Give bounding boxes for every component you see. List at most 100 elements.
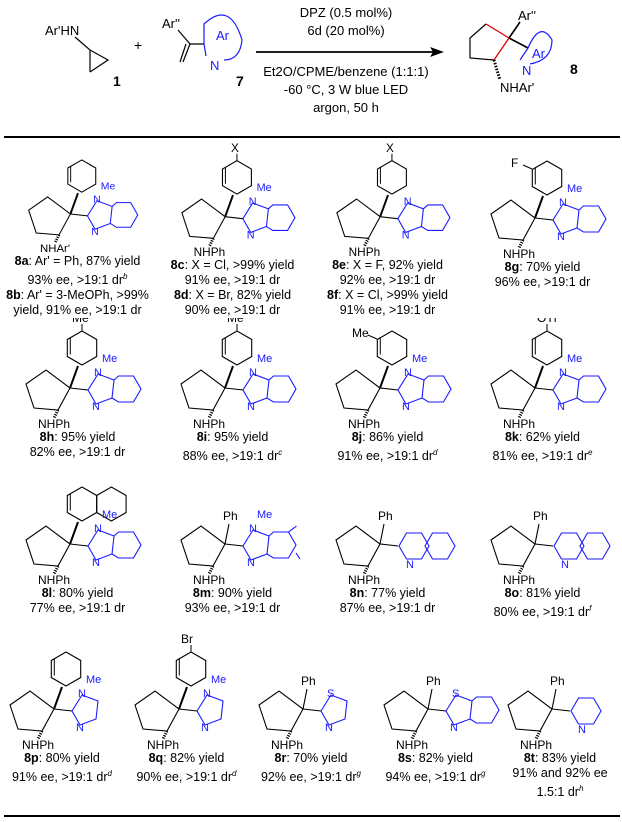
result-text: 82% ee, >19:1 dr [29,445,126,459]
amine-label: NHPh [348,573,380,586]
amine-label: NHAr' [40,243,70,254]
caption-line: 8m: 90% yield [185,586,281,601]
compound-label: 8c [170,258,185,272]
amine-label: NHPh [348,417,380,430]
compound-label: 8l [41,586,53,600]
dimethylbenzimidazole-ring [241,525,300,561]
caption-line: 91% ee, >19:1 drd [337,445,437,464]
atmosphere-text: argon, 50 h [313,100,379,115]
cyclopentane-ring [180,198,226,239]
cyclopentane-ring [489,525,536,567]
cyclopentane-ring [258,690,304,732]
amine-label: NHPh [193,573,225,586]
catalyst-text: DPZ (0.5 mol%) [300,5,392,20]
aryl-ring [66,486,97,522]
compound-label: 8t [523,751,535,765]
n-atom-label: N [92,401,100,413]
benzimidazole-ring [241,202,296,234]
n-methyl-label: Me [102,353,117,365]
result-text: : Ar' = Ph, 87% yield [28,253,141,268]
footnote-mark: f [589,604,592,613]
aryl-substituent-label: X [386,141,394,155]
compound-label: 8q [148,751,164,765]
compound-label: 8i [196,430,208,444]
result-text: : 82% yield [411,751,474,765]
result-text: : 70% yield [519,260,581,274]
caption-line: 91% ee, >19:1 dr [327,303,448,318]
solvent-text: Et2O/CPME/benzene (1:1:1) [263,64,428,79]
amine-label: NHAr' [500,80,534,95]
conditions: DPZ (0.5 mol%) 6d (20 mol%) Et2O/CPME/be… [256,5,444,115]
cyclopentane-ring [334,369,381,411]
caption-line: 94% ee, >19:1 drg [385,766,485,785]
compound-label: 8m [192,586,211,600]
n-atom-label: N [247,401,255,413]
cyclopentane-ring [334,525,381,567]
n-atom-label: N [246,229,254,241]
aryl-ring [221,160,252,195]
compound-label: 8e [332,258,346,272]
aryl-substituent-label: X [231,141,239,155]
cyclopentane-ring [179,525,226,567]
caption-line: 8e: X = F, 92% yield [327,258,448,273]
n-atom-label: N [578,724,586,736]
amine-label: NHPh [193,245,224,258]
plus-sign: + [134,37,142,53]
amine-label: NHPh [520,738,552,751]
n-methyl-label: Me [567,353,582,365]
n-atom-label: N [557,231,565,243]
result-text: 92% ee, >19:1 dr [260,770,357,785]
ar-ring-label: Ar [216,28,230,43]
compound-number-7: 7 [236,73,244,89]
compound-label: 8g [504,260,520,274]
aryl-substituent-label: Br [181,633,193,646]
result-text: : 81% yield [519,586,581,600]
reaction-scheme: Ar'HN 1 + Ar'' Ar N 7 DPZ (0.5 mol%) 6d … [45,5,578,115]
n-atom-label: N [92,557,100,569]
n-atom-label: N [325,722,333,734]
isoquinoline-ring [552,532,611,560]
n-atom-label: N [559,197,567,209]
n-atom-label: N [557,401,565,413]
caption-line: 8n: 77% yield [340,586,436,601]
aryl-substituent-label: Me [352,326,369,340]
n-methyl-label: Me [102,509,117,521]
naphthyl-ring [95,486,127,522]
result-text: 90% ee, >19:1 dr [136,770,233,785]
n-atom-label: N [522,63,531,78]
n-methyl-label: Me [211,674,226,686]
result-text: 80% ee, >19:1 dr [493,605,590,620]
benzimidazole-ring [551,203,607,235]
caption-line: 82% ee, >19:1 dr [30,445,126,460]
ar2-label: Ar'' [518,8,536,23]
result-text: 93% ee, >19:1 dr [184,601,281,615]
n-methyl-label: Me [100,181,115,192]
caption-line: 96% ee, >19:1 dr [495,275,591,290]
cyclopentane-ring [133,690,180,732]
phenyl-label: Ph [550,674,565,688]
n-atom-label: N [94,367,102,379]
aryl-substituent-label: Me [72,318,89,325]
ar-ring-label: Ar [532,46,546,61]
caption-line: 8s: 82% yield [385,751,485,766]
